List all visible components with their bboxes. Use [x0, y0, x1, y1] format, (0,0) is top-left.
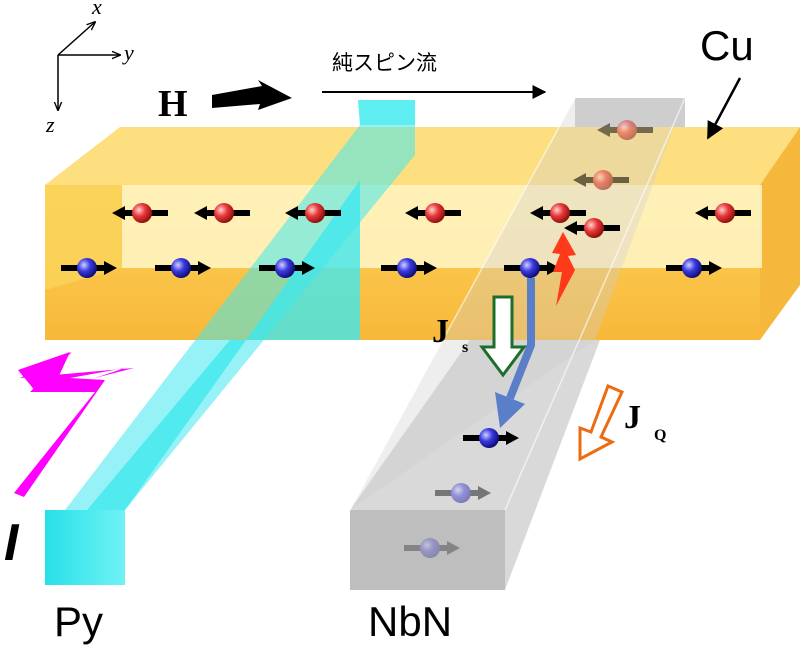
red-ball — [305, 203, 325, 223]
axis-x-label: x — [91, 0, 102, 19]
spin-down-electron — [381, 258, 437, 278]
blue-ball — [520, 258, 540, 278]
cu-pointer — [706, 77, 742, 140]
field-arrow — [212, 80, 292, 110]
spin-flip-arrow — [552, 232, 576, 306]
red-ball — [132, 203, 152, 223]
cu-bar — [45, 127, 800, 340]
nbn-electrons — [404, 120, 653, 558]
py-label: Py — [54, 598, 103, 645]
quasiparticle-current-subscript: Q — [654, 427, 666, 444]
spin-down-electron — [504, 258, 560, 278]
spin-down-electron — [155, 258, 211, 278]
cu-label: Cu — [700, 22, 754, 69]
spin-down-electron — [259, 258, 315, 278]
magnetic-field: H — [158, 80, 292, 125]
blue-ball — [479, 428, 499, 448]
red-ball — [584, 218, 604, 238]
py-strip-top-over-cu — [65, 100, 415, 510]
red-ball — [715, 203, 735, 223]
red-ball — [550, 203, 570, 223]
spin-current-subscript: s — [462, 339, 468, 356]
blue-ball — [77, 258, 97, 278]
spin-up-electron — [597, 120, 653, 140]
spin-down-electron — [404, 538, 460, 558]
cu-label-group: Cu — [700, 22, 754, 140]
spin-up-electron — [194, 203, 250, 223]
spin-down-electron — [61, 258, 117, 278]
cu-bar-inner-face — [122, 185, 762, 268]
spin-down-electron — [463, 428, 519, 448]
nbn-label: NbN — [368, 598, 452, 645]
py-strip-end — [45, 510, 125, 585]
pure-spin-current-label: 純スピン流 — [332, 52, 437, 75]
red-ball — [593, 170, 613, 190]
axis-z-label: z — [45, 112, 55, 137]
spin-up-electron — [564, 218, 620, 238]
spin-down-electron — [435, 483, 491, 503]
blue-ball — [397, 258, 417, 278]
py-strip — [45, 100, 415, 585]
spin-down-electron — [666, 258, 722, 278]
spin-up-electron — [285, 203, 341, 223]
spin-current-arrow — [479, 295, 527, 378]
blue-ball — [451, 483, 471, 503]
spin-up-electron — [405, 203, 461, 223]
axis-y-label: y — [122, 40, 134, 65]
spin-up-electrons — [112, 203, 751, 238]
red-ball — [214, 203, 234, 223]
red-ball — [617, 120, 637, 140]
flow-arrow — [495, 278, 535, 428]
charge-current: I — [4, 352, 134, 572]
field-label: H — [158, 83, 188, 125]
spin-down-electrons — [61, 258, 722, 278]
spin-up-electron — [695, 203, 751, 223]
pure-spin-current: 純スピン流 — [322, 52, 547, 99]
charge-current-label: I — [4, 514, 20, 572]
spin-up-electron — [112, 203, 168, 223]
blue-ball — [275, 258, 295, 278]
cu-bar-right-face — [760, 127, 800, 340]
blue-ball — [171, 258, 191, 278]
charge-current-arrow — [14, 352, 134, 497]
blue-ball — [420, 538, 440, 558]
spin-up-electron — [573, 170, 629, 190]
quasiparticle-current-arrow — [578, 383, 625, 462]
nbn-strip — [349, 97, 686, 590]
quasiparticle-current: J Q — [578, 383, 666, 462]
red-ball — [425, 203, 445, 223]
coordinate-axes: x y z — [45, 0, 134, 137]
spin-current-symbol: J — [432, 313, 449, 350]
blue-ball — [682, 258, 702, 278]
spin-up-electron — [530, 203, 586, 223]
cu-bar-top-face — [45, 127, 800, 185]
quasiparticle-current-symbol: J — [624, 399, 641, 436]
spin-current: J s — [432, 295, 527, 378]
